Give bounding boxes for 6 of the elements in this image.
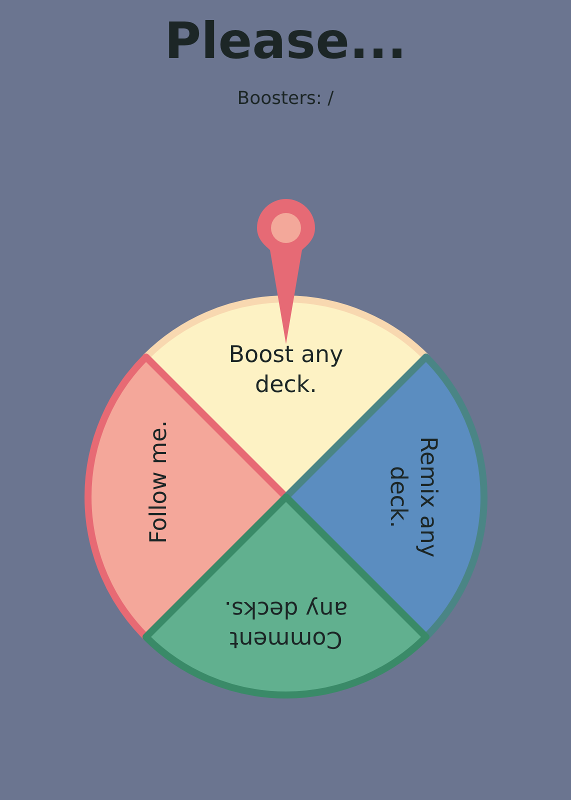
segment-label: Comment any decks. [223, 594, 349, 654]
counter-text: Boosters: / [236, 88, 335, 109]
heading: Please... [163, 12, 408, 70]
segment-label: Follow me. [145, 419, 174, 546]
segment-label: Remix any deck. [384, 435, 442, 560]
segment-label: Boost any deck. [228, 341, 344, 400]
